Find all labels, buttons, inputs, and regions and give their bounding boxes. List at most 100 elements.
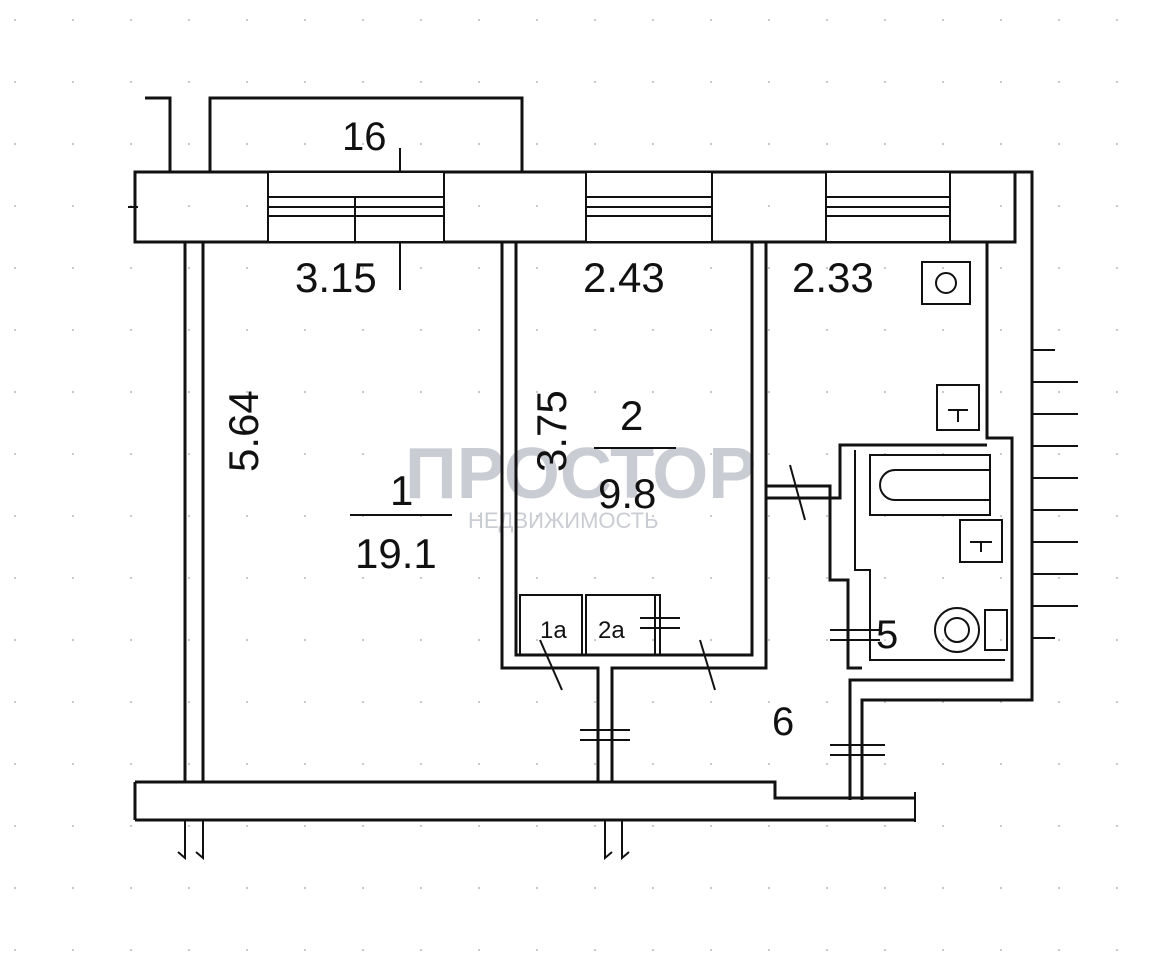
grid-dot <box>710 701 712 703</box>
grid-dot <box>884 329 886 331</box>
grid-dot <box>1000 453 1002 455</box>
grid-dot <box>884 577 886 579</box>
grid-dot <box>72 825 74 827</box>
grid-dot <box>362 81 364 83</box>
grid-dot <box>826 329 828 331</box>
grid-dot <box>420 81 422 83</box>
grid-dot <box>188 949 190 951</box>
grid-dot <box>1116 391 1118 393</box>
grid-dot <box>246 949 248 951</box>
grid-dot <box>72 143 74 145</box>
grid-dot <box>478 949 480 951</box>
grid-dot <box>826 701 828 703</box>
grid-dot <box>362 391 364 393</box>
grid-dot <box>362 19 364 21</box>
grid-dot <box>478 329 480 331</box>
grid-dot <box>130 391 132 393</box>
grid-dot <box>1116 887 1118 889</box>
kitchen-width-label: 2.33 <box>792 254 874 301</box>
grid-dot <box>246 887 248 889</box>
grid-dot <box>1000 515 1002 517</box>
grid-dot <box>14 81 16 83</box>
grid-dot <box>1000 949 1002 951</box>
grid-dot <box>478 143 480 145</box>
grid-dot <box>478 267 480 269</box>
grid-dot <box>536 205 538 207</box>
grid-dot <box>942 887 944 889</box>
grid-dot <box>130 949 132 951</box>
grid-dot <box>188 205 190 207</box>
grid-dot <box>130 329 132 331</box>
grid-dot <box>188 453 190 455</box>
grid-dot <box>246 329 248 331</box>
grid-dot <box>304 763 306 765</box>
grid-dot <box>478 639 480 641</box>
bathtub <box>869 454 991 516</box>
grid-dot <box>768 887 770 889</box>
grid-dot <box>594 391 596 393</box>
grid-dot <box>884 887 886 889</box>
grid-dot <box>710 577 712 579</box>
grid-dot <box>14 763 16 765</box>
grid-dot <box>884 81 886 83</box>
grid-dot <box>1058 577 1060 579</box>
grid-dot <box>1000 577 1002 579</box>
grid-dot <box>710 825 712 827</box>
grid-dot <box>1116 763 1118 765</box>
grid-dot <box>710 81 712 83</box>
grid-dot <box>362 577 364 579</box>
bathroom-sink <box>959 519 1003 563</box>
grid-dot <box>710 329 712 331</box>
kitchen-sink <box>936 384 980 431</box>
grid-dot <box>304 81 306 83</box>
grid-dot <box>130 577 132 579</box>
grid-dot <box>246 453 248 455</box>
grid-dot <box>942 19 944 21</box>
grid-dot <box>130 701 132 703</box>
grid-dot <box>652 19 654 21</box>
grid-dot <box>420 267 422 269</box>
grid-dot <box>14 639 16 641</box>
grid-dot <box>72 887 74 889</box>
grid-dot <box>188 19 190 21</box>
grid-dot <box>130 887 132 889</box>
grid-dot <box>362 701 364 703</box>
grid-dot <box>1058 19 1060 21</box>
grid-dot <box>594 143 596 145</box>
grid-dot <box>304 887 306 889</box>
grid-dot <box>420 453 422 455</box>
grid-dot <box>1116 639 1118 641</box>
grid-dot <box>652 639 654 641</box>
grid-dot <box>826 143 828 145</box>
grid-dot <box>884 949 886 951</box>
room-2-depth-label: 3.75 <box>528 390 575 472</box>
grid-dot <box>362 949 364 951</box>
grid-dot <box>72 205 74 207</box>
grid-dot <box>1000 205 1002 207</box>
grid-dot <box>1116 143 1118 145</box>
grid-dot <box>942 763 944 765</box>
grid-dot <box>942 639 944 641</box>
grid-dot <box>14 887 16 889</box>
grid-dot <box>420 701 422 703</box>
grid-dot <box>1116 577 1118 579</box>
grid-dot <box>1058 949 1060 951</box>
grid-dot <box>652 453 654 455</box>
grid-dot <box>420 949 422 951</box>
grid-dot <box>72 391 74 393</box>
grid-dot <box>768 19 770 21</box>
grid-dot <box>652 949 654 951</box>
grid-dot <box>710 763 712 765</box>
grid-dot <box>246 515 248 517</box>
grid-dot <box>768 515 770 517</box>
grid-dot <box>1058 887 1060 889</box>
room-2-number: 2 <box>620 392 643 439</box>
grid-dot <box>72 515 74 517</box>
background-dots <box>14 19 1118 951</box>
grid-dot <box>942 143 944 145</box>
grid-dot <box>246 391 248 393</box>
room-1-number: 1 <box>390 467 413 514</box>
grid-dot <box>768 329 770 331</box>
grid-dot <box>14 329 16 331</box>
